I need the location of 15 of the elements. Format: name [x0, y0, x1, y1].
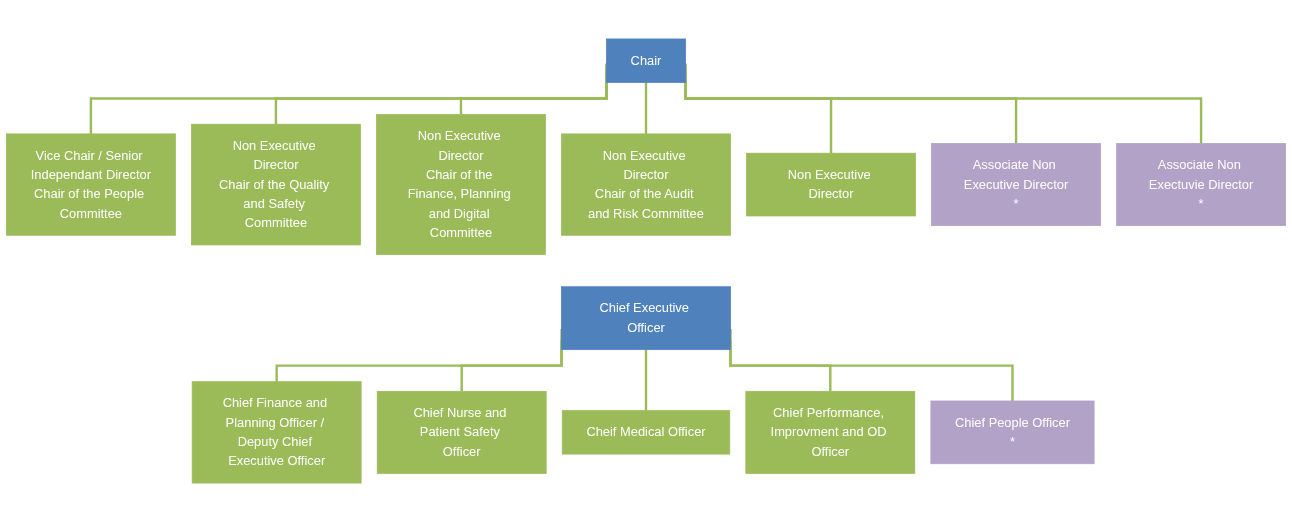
- node-box: Chair: [606, 38, 686, 83]
- node-box: Vice Chair / Senior Independant Director Chair of the People Committee: [6, 133, 176, 236]
- node-box: Chief Performance, Improvment and OD Officer: [745, 390, 916, 474]
- node-box: Associate Non Executive Director *: [931, 143, 1101, 226]
- connector: [644, 349, 648, 412]
- node-box: Chief Finance and Planning Officer / Deputy Chief Executive Officer: [191, 381, 362, 484]
- node-box: Non Executive Director Chair of the Quality and Safety Committee: [191, 123, 361, 246]
- node-box: Chief Executive Officer: [561, 286, 731, 350]
- node-box: Non Executive Director Chair of the Audit and Risk Committee: [561, 133, 731, 236]
- node-box: Chief Nurse and Patient Safety Officer: [376, 390, 547, 474]
- node-box: Non Executive Director: [746, 152, 916, 217]
- node-box: Cheif Medical Officer: [561, 410, 731, 455]
- node-box: Non Executive Director Chair of the Finance, Planning and Digital Committee: [376, 114, 546, 255]
- node-box: Associate Non Exectuvie Director *: [1116, 143, 1286, 226]
- node-box: Chief People Officer *: [930, 400, 1095, 465]
